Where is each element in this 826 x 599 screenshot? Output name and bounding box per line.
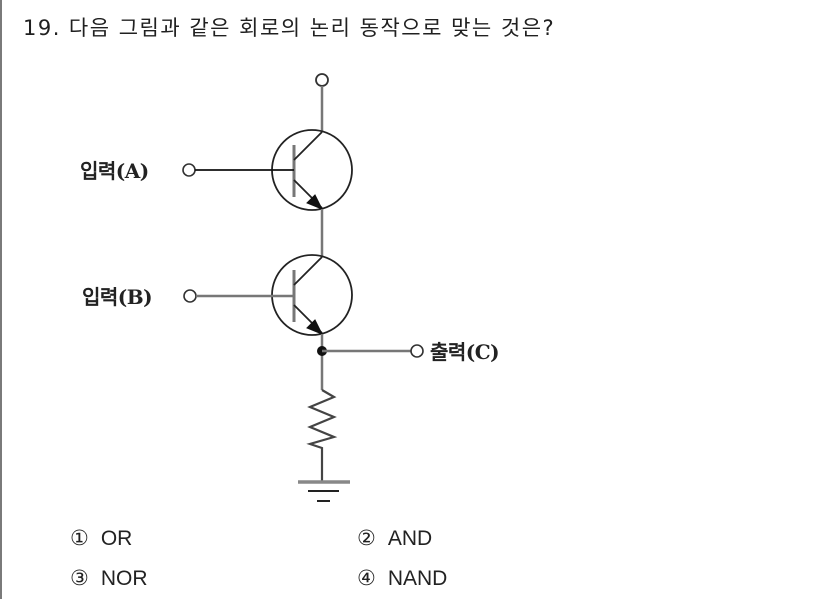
choice-2-mark: ②	[357, 526, 376, 550]
input-b-terminal-icon	[183, 289, 197, 303]
question-text: 다음 그림과 같은 회로의 논리 동작으로 맞는 것은?	[68, 16, 556, 40]
choice-2[interactable]: ② AND	[357, 526, 432, 551]
input-a-terminal-icon	[182, 163, 196, 177]
vcc-terminal-icon	[315, 73, 329, 87]
question-number: 19.	[23, 16, 61, 40]
question-header: 19. 다음 그림과 같은 회로의 논리 동작으로 맞는 것은?	[23, 12, 555, 42]
choice-3-label: NOR	[100, 567, 148, 590]
ground-icon	[298, 480, 350, 502]
output-label: 출력(C)	[430, 340, 500, 364]
choice-1-label: OR	[100, 527, 133, 550]
choice-4[interactable]: ④ NAND	[357, 566, 447, 591]
choice-4-mark: ④	[357, 566, 376, 590]
choice-3-mark: ③	[70, 566, 89, 590]
choice-4-label: NAND	[387, 567, 448, 590]
choice-3[interactable]: ③ NOR	[70, 566, 148, 591]
input-a-label: 입력(A)	[80, 159, 149, 183]
resistor-icon	[306, 389, 338, 482]
output-terminal-icon	[410, 344, 424, 358]
choice-2-label: AND	[387, 527, 433, 550]
choice-1-mark: ①	[70, 526, 89, 550]
input-b-label: 입력(B)	[82, 285, 153, 309]
choice-1[interactable]: ① OR	[70, 526, 132, 551]
